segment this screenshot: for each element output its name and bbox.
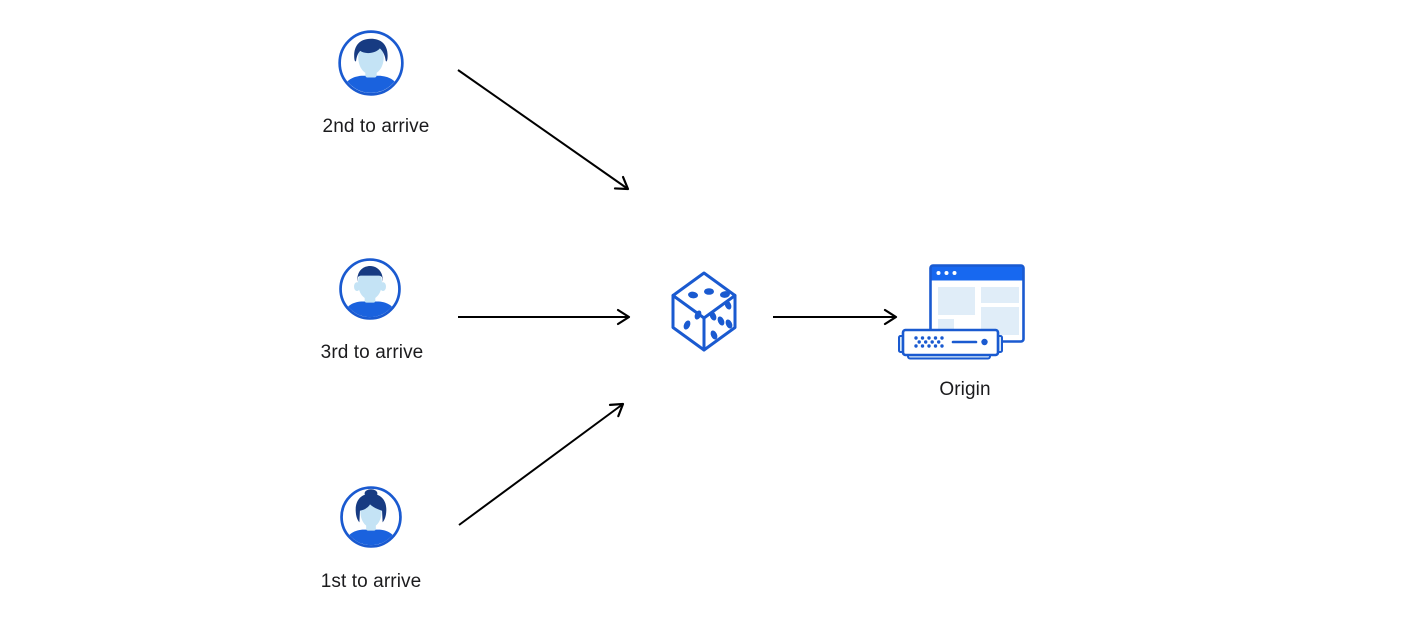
origin-server-icon [898, 264, 1025, 360]
dice-icon [671, 271, 737, 352]
server-led-grid [914, 336, 944, 348]
male-user-avatar-icon [339, 258, 401, 320]
female-user-avatar-icon [340, 486, 402, 548]
visitor-bottom-label: 1st to arrive [320, 571, 422, 592]
arrow-visitor-top-to-dice [457, 69, 630, 191]
visitor-top-label: 2nd to arrive [322, 116, 430, 137]
male-user-avatar-icon [338, 30, 404, 96]
origin-label: Origin [939, 379, 991, 400]
arrow-visitor-bottom-to-dice [458, 402, 625, 526]
visitor-middle-label: 3rd to arrive [320, 342, 424, 363]
